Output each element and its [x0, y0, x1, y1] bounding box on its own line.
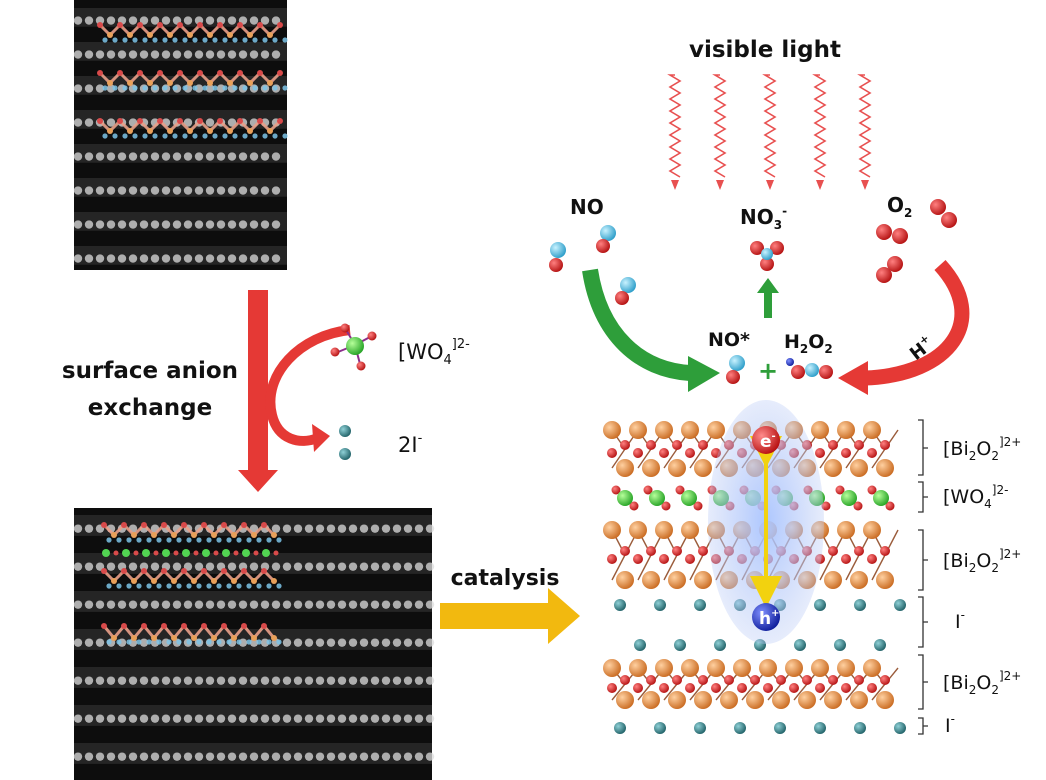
overlay-chain [97, 118, 288, 139]
tem-lattice-row [73, 591, 435, 612]
tem-image-after [73, 508, 435, 780]
overlay-wo4-layer [102, 549, 279, 557]
charge-separation: e- h+ [708, 400, 824, 644]
no-molecules [549, 225, 636, 305]
o2-reduction-arrow [838, 259, 970, 395]
layer-label-bi2o2-2: [Bi2O2]2+ [943, 547, 1021, 575]
tem-lattice-row [73, 743, 435, 764]
overlay-chain [97, 22, 288, 43]
visible-light-label: visible light [689, 37, 841, 63]
tem-lattice-row [73, 246, 287, 265]
light-wave [812, 74, 827, 190]
layer-label-bi2o2-3: [Bi2O2]2+ [943, 669, 1021, 697]
light-wave [667, 74, 682, 190]
svg-text:[WO4]2-: [WO4]2- [398, 337, 470, 368]
tem-lattice-row [73, 144, 287, 163]
tem-lattice-row [73, 178, 287, 197]
svg-text:2I-: 2I- [398, 431, 423, 457]
iodide-atoms [339, 425, 351, 460]
light-wave [712, 74, 727, 190]
bi2o2-layer [603, 659, 899, 709]
layer-label-wo4: [WO4]2- [943, 483, 1008, 511]
no3-formation-arrow [757, 278, 779, 318]
layer-label-iodide-1: I- [955, 608, 965, 633]
overlay-chain [97, 70, 288, 91]
catalysis-label: catalysis [451, 566, 560, 591]
tem-lattice-row [73, 705, 435, 726]
iodide-label: 2I- [398, 431, 423, 457]
hole-label: h+ [759, 608, 780, 629]
tem-lattice-row [73, 42, 287, 61]
exchange-arrow [238, 290, 351, 492]
layer-brackets [918, 419, 928, 735]
plus-sign: + [758, 357, 778, 385]
hole-particle [752, 603, 780, 631]
wo4-molecule [330, 323, 377, 371]
light-wave [762, 74, 777, 190]
light-wave [857, 74, 872, 190]
overlay-chain [101, 522, 282, 543]
light-waves [667, 74, 872, 190]
overlay-chain [101, 623, 282, 645]
no-label: NO [570, 195, 604, 219]
tem-lattice-row [73, 212, 287, 231]
exchange-label-line1: surface anion [62, 358, 238, 384]
h2o2-label: H2O2 [784, 331, 833, 356]
no-star-label: NO* [708, 329, 750, 351]
iodide-layer [614, 722, 906, 734]
tem-image-before [73, 0, 288, 270]
o2-label: O2 [887, 193, 912, 220]
o2-molecules [876, 199, 957, 283]
no-star-molecule [726, 355, 745, 384]
electron-particle [752, 426, 780, 454]
no3-label: NO3- [740, 204, 787, 232]
tem-lattice-row [73, 667, 435, 688]
electron-label: e- [760, 431, 776, 452]
no3-molecule [750, 241, 784, 271]
overlay-chain [101, 568, 282, 589]
catalysis-arrow [440, 588, 580, 644]
h2o2-molecule [786, 358, 833, 379]
wo4-ion-label: [WO4]2- [398, 337, 470, 368]
no-adsorption-arrow [582, 268, 720, 392]
exchange-label-line2: exchange [88, 395, 212, 421]
layer-label-bi2o2-1: [Bi2O2]2+ [943, 435, 1021, 463]
layer-label-iodide-2: I- [945, 712, 955, 737]
